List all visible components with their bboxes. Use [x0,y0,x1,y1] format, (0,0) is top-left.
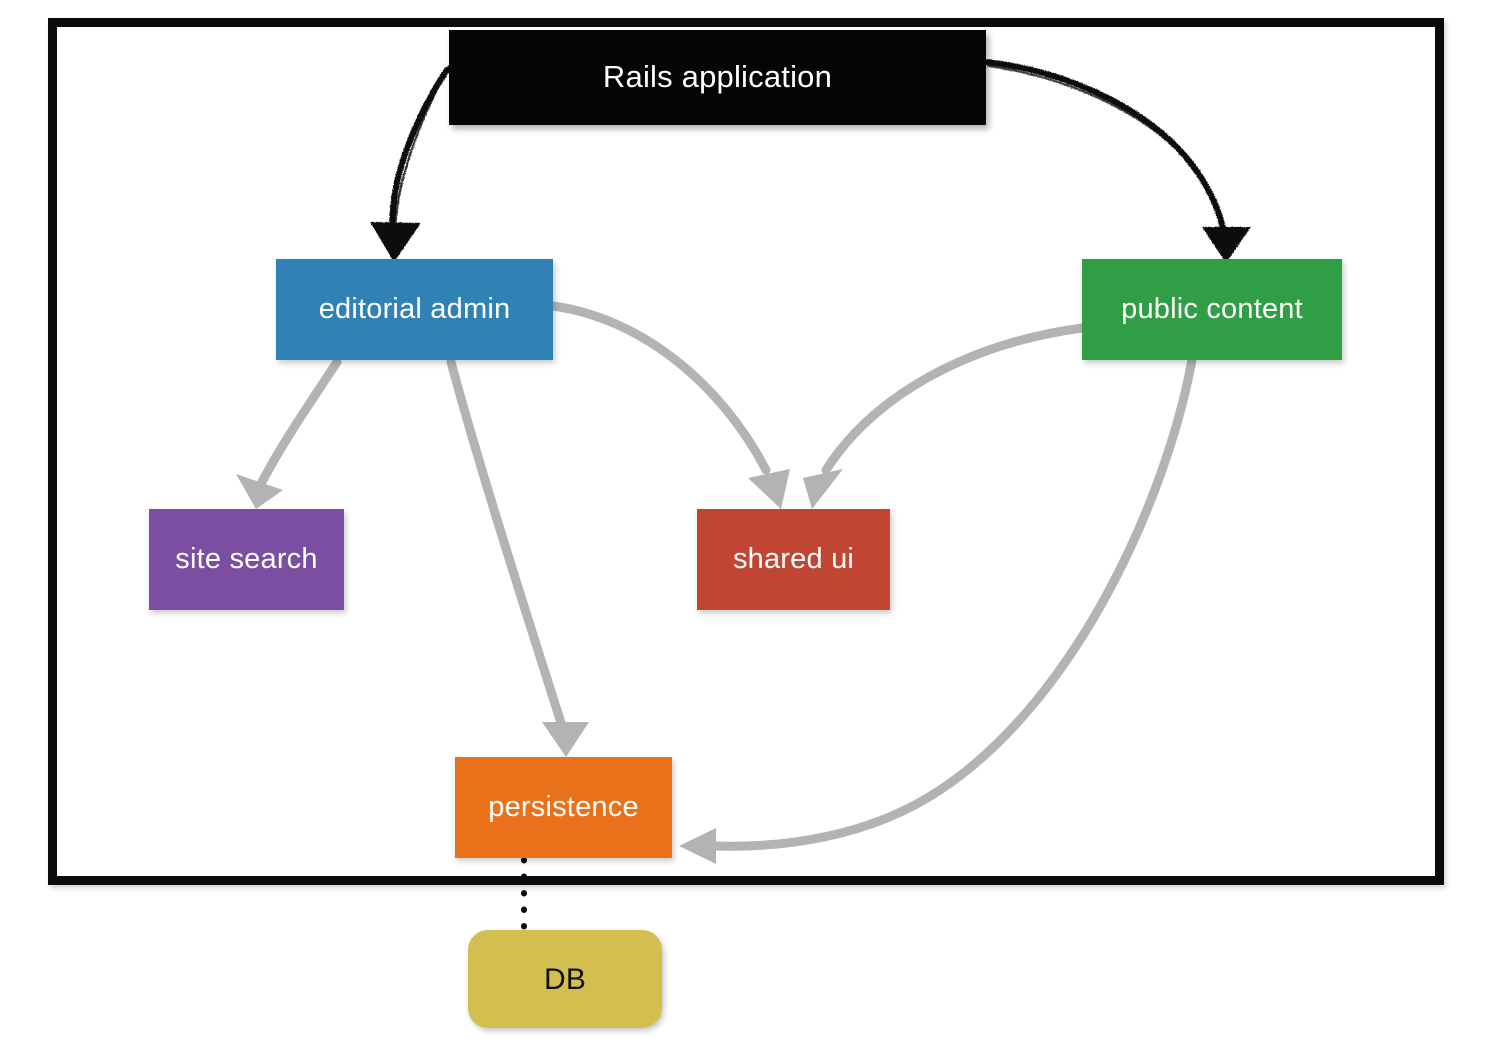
node-persistence-label: persistence [488,790,639,823]
node-editorial-admin-label: editorial admin [318,292,511,325]
node-public-content[interactable]: public content [1082,259,1342,360]
node-shared-ui[interactable]: shared ui [697,509,890,610]
node-site-search-label: site search [175,542,318,575]
node-site-search[interactable]: site search [149,509,344,610]
node-public-content-label: public content [1121,292,1303,325]
node-rails-application-label: Rails application [602,59,833,95]
rails-application-boundary [48,18,1444,885]
node-db-label: DB [543,962,587,996]
node-db[interactable]: DB [468,930,662,1028]
node-rails-application[interactable]: Rails application [449,30,986,125]
node-shared-ui-label: shared ui [732,542,855,575]
node-editorial-admin[interactable]: editorial admin [276,259,553,360]
node-persistence[interactable]: persistence [455,757,672,858]
